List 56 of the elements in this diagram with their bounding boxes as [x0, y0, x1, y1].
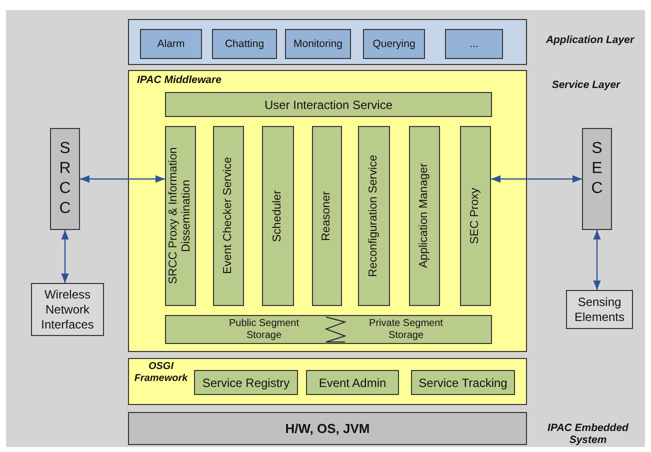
panel-title: IPAC Middleware: [137, 74, 222, 86]
service-column: [409, 126, 440, 306]
double-arrow: [593, 230, 601, 290]
layer-title: Service Layer: [550, 79, 622, 91]
storage-box: [165, 315, 492, 344]
platform-name: H/W, OS, JVM: [284, 422, 371, 436]
service-name: SEC Proxy: [469, 188, 482, 244]
application-box: [363, 29, 425, 59]
application-box: [140, 29, 202, 59]
service-name: Application Manager: [418, 164, 431, 268]
double-arrow: [80, 175, 165, 183]
component-name: Sensing Elements: [573, 294, 626, 324]
double-arrow: [491, 175, 582, 183]
service-column: [312, 126, 342, 306]
service-column: [358, 126, 390, 306]
service-name: Reconfiguration Service: [368, 154, 380, 278]
service-column: [262, 126, 294, 306]
service-box: [306, 370, 399, 395]
service-name: Reasoner: [320, 191, 334, 241]
layer-title: IPAC Embedded System: [546, 422, 630, 446]
device-box: [582, 128, 612, 230]
service-name: SRCC Proxy & Information Dissemination: [168, 146, 194, 286]
device-name: SRCC: [58, 139, 72, 219]
panel-title: OSGI Framework: [133, 361, 189, 385]
component-name: Service Registry: [201, 376, 291, 390]
application-box: [445, 29, 503, 59]
framework-panel: [128, 358, 527, 405]
application-name: ...: [468, 37, 480, 51]
service-box: [194, 370, 298, 395]
component-name: Service Tracking: [418, 376, 508, 390]
application-name: Monitoring: [292, 37, 344, 51]
component-box: [31, 283, 104, 336]
service-name: Event Checker Service: [222, 158, 235, 274]
middleware-panel: [128, 70, 527, 352]
service-box: [411, 370, 515, 395]
double-arrow: [61, 230, 69, 283]
service-name: Scheduler: [272, 190, 284, 242]
application-box: [212, 29, 277, 59]
device-box: [50, 128, 80, 230]
component-name: User Interaction Service: [263, 98, 394, 112]
service-box: [165, 92, 492, 117]
layer-title: Application Layer: [544, 34, 636, 46]
application-name: Alarm: [156, 37, 186, 51]
component-box: [566, 290, 633, 329]
storage-label: Private Segment Storage: [368, 318, 444, 342]
platform-bar: [128, 412, 527, 445]
service-column: [165, 126, 196, 306]
storage-label: Public Segment Storage: [228, 318, 300, 342]
application-name: Chatting: [224, 37, 266, 51]
device-name: SEC: [590, 139, 604, 199]
application-box: [285, 29, 351, 59]
component-name: Event Admin: [318, 376, 388, 390]
service-column: [213, 126, 244, 306]
service-column: [460, 126, 491, 306]
component-name: Wireless Network Interfaces: [40, 287, 95, 332]
application-name: Querying: [372, 37, 416, 51]
